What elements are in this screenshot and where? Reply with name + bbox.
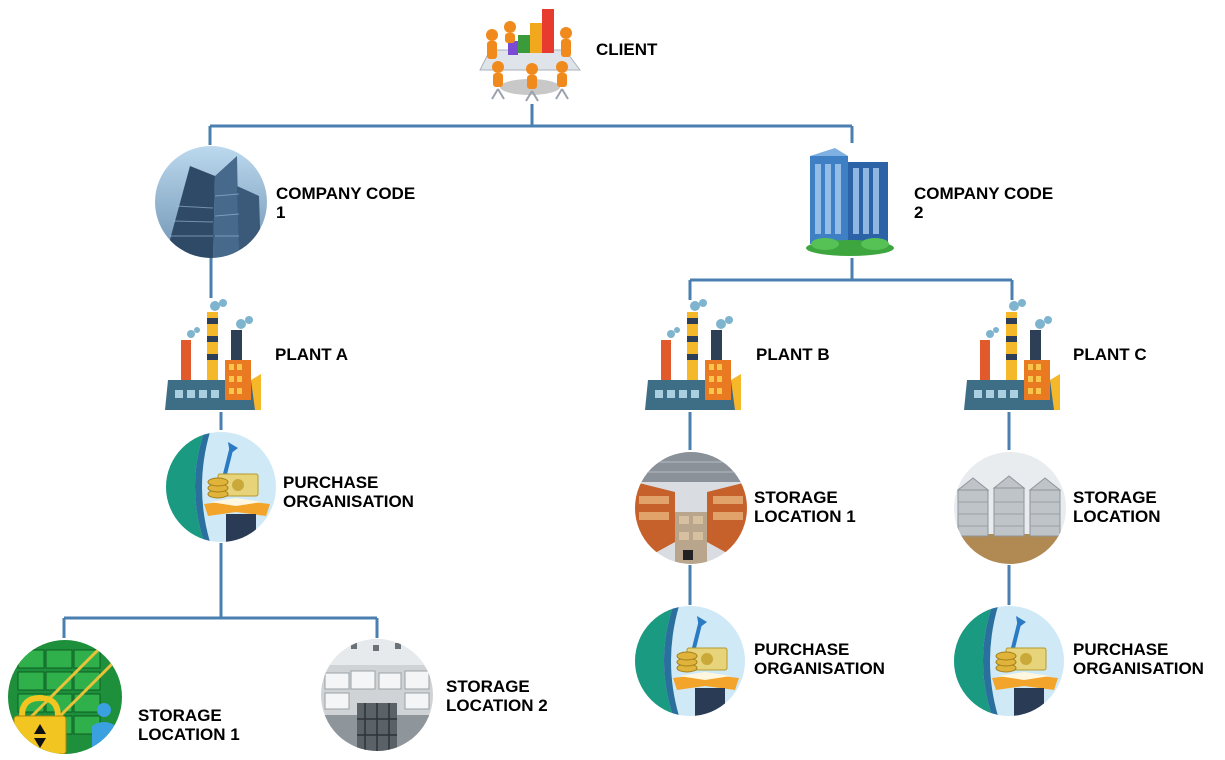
storage-a2-label: STORAGE LOCATION 2 (446, 677, 548, 715)
company-code-2-line2: 2 (914, 203, 924, 222)
storage-b1-line2: LOCATION 1 (754, 507, 856, 526)
factory-icon (964, 299, 1060, 410)
purchase-organisation-icon (166, 432, 276, 542)
purchase-org-a-icon-wrap (166, 432, 276, 542)
storage-a1-line2: LOCATION 1 (138, 725, 240, 744)
plant-a-icon-wrap (163, 298, 263, 410)
purchase-org-c-line2: ORGANISATION (1073, 659, 1204, 678)
company-code-1-line2: 1 (276, 203, 286, 222)
warehouse-photo-icon (321, 639, 433, 751)
plant-b-icon-wrap (643, 298, 743, 410)
connector-cc2-plants (688, 258, 1014, 300)
storage-a2-icon-wrap (321, 639, 433, 751)
company-code-2-icon-wrap (805, 144, 895, 257)
plant-b-label: PLANT B (756, 345, 830, 364)
storage-c-icon-wrap (954, 452, 1066, 564)
purchase-org-a-line2: ORGANISATION (283, 492, 414, 511)
storage-a1-icon-wrap (8, 640, 122, 754)
plant-c-label: PLANT C (1073, 345, 1147, 364)
company-code-2-line1: COMPANY CODE (914, 184, 1054, 203)
company-code-1-icon-wrap (155, 146, 267, 258)
purchase-organisation-icon (954, 606, 1064, 716)
plant-c-icon-wrap (962, 298, 1062, 410)
storage-c-line2: LOCATION (1073, 507, 1161, 526)
storage-a2-line1: STORAGE (446, 677, 530, 696)
connector-purchase-storages (62, 543, 379, 638)
purchase-org-c-label: PURCHASE ORGANISATION (1073, 640, 1204, 678)
purchase-org-c-line1: PURCHASE (1073, 640, 1169, 659)
purchase-org-a-label: PURCHASE ORGANISATION (283, 473, 414, 511)
storage-a2-line2: LOCATION 2 (446, 696, 548, 715)
purchase-org-b-line2: ORGANISATION (754, 659, 885, 678)
storage-c-label: STORAGE LOCATION (1073, 488, 1161, 526)
twin-towers-icon (806, 148, 894, 256)
factory-icon (645, 299, 741, 410)
factory-icon (165, 299, 261, 410)
purchase-org-b-line1: PURCHASE (754, 640, 850, 659)
glass-skyscraper-icon (155, 146, 267, 258)
purchase-organisation-icon (635, 606, 745, 716)
purchase-org-c-icon-wrap (954, 606, 1064, 716)
purchase-org-b-icon-wrap (635, 606, 745, 716)
meeting-table-icon (479, 9, 581, 102)
warehouse-racks-icon (635, 452, 747, 564)
secure-storage-icon (8, 640, 122, 754)
client-label: CLIENT (596, 40, 658, 59)
purchase-org-b-label: PURCHASE ORGANISATION (754, 640, 885, 678)
plant-a-label: PLANT A (275, 345, 349, 364)
company-code-1-label: COMPANY CODE 1 (276, 184, 415, 222)
storage-c-line1: STORAGE (1073, 488, 1157, 507)
connector-client-companies (208, 104, 854, 145)
storage-b1-line1: STORAGE (754, 488, 838, 507)
company-code-1-line1: COMPANY CODE (276, 184, 416, 203)
storage-b1-label: STORAGE LOCATION 1 (754, 488, 856, 526)
silos-icon (954, 452, 1066, 564)
storage-a1-label: STORAGE LOCATION 1 (138, 706, 240, 744)
storage-a1-line1: STORAGE (138, 706, 222, 725)
purchase-org-a-line1: PURCHASE (283, 473, 379, 492)
storage-b1-icon-wrap (635, 452, 747, 564)
client-node (470, 5, 595, 103)
company-code-2-label: COMPANY CODE 2 (914, 184, 1053, 222)
